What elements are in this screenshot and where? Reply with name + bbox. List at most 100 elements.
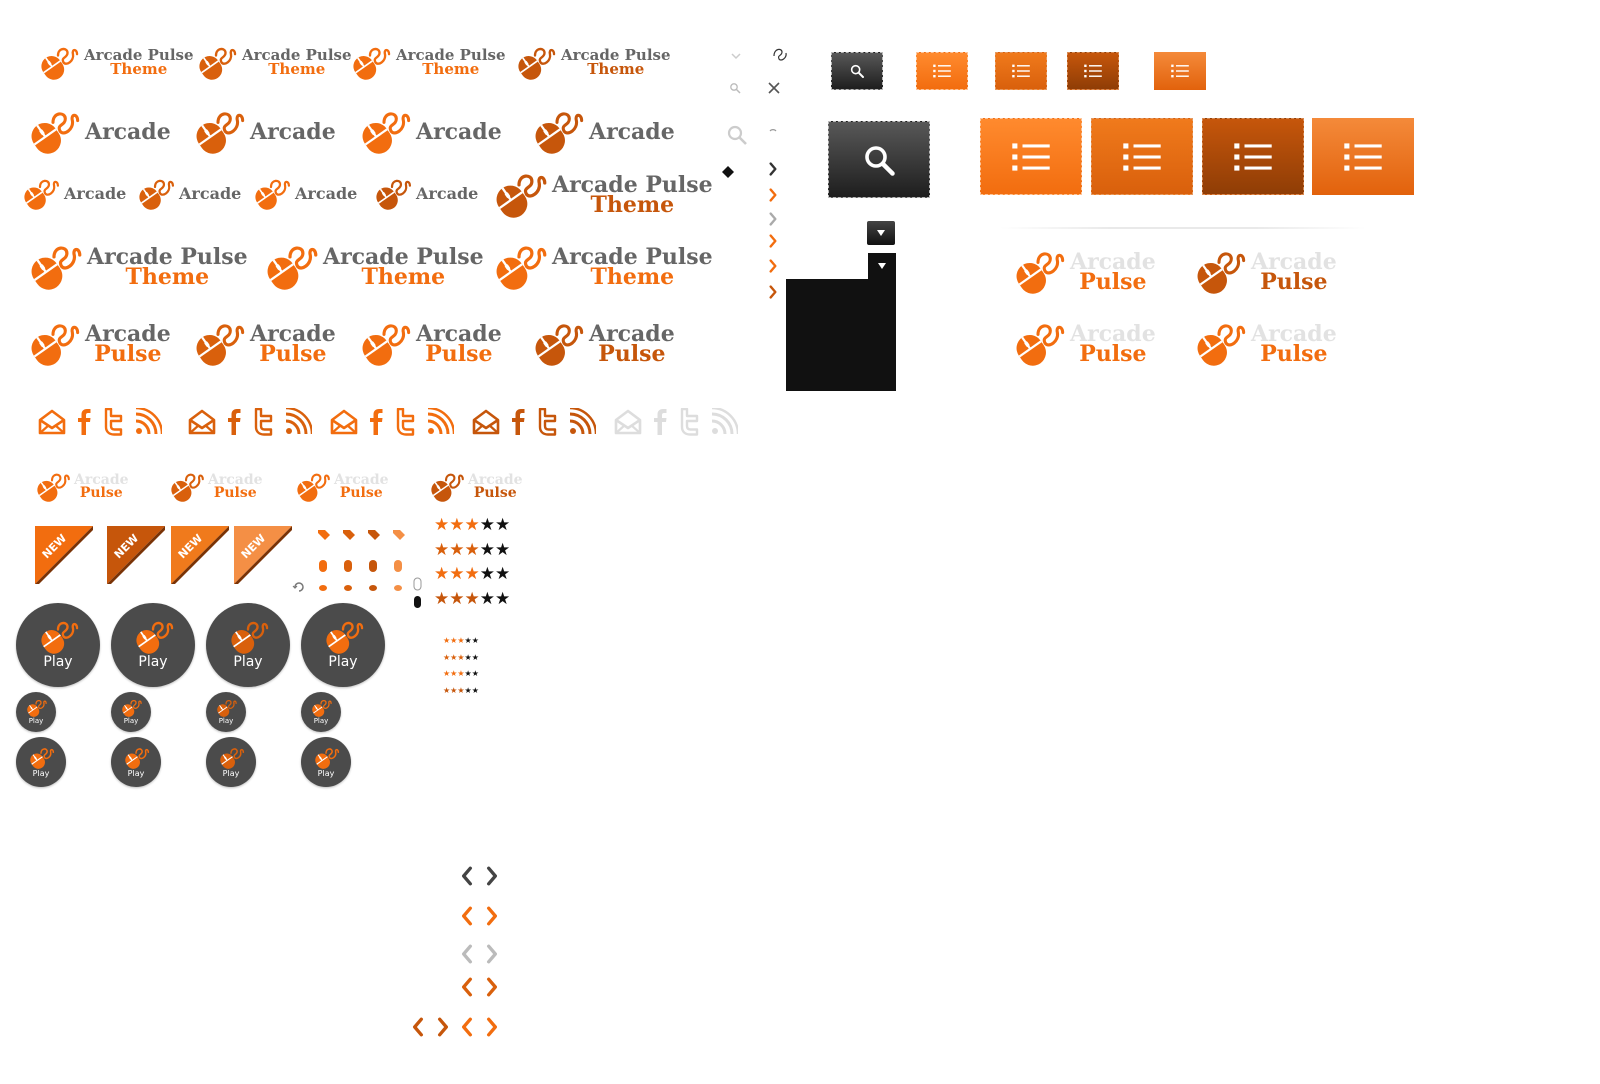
star-rating[interactable]: ★★★★★ — [443, 652, 479, 662]
rss-icon[interactable] — [710, 408, 738, 436]
chevron-left-icon[interactable] — [460, 866, 474, 886]
star-filled-icon[interactable]: ★ — [457, 636, 465, 645]
twitter-icon[interactable] — [252, 408, 274, 436]
mail-icon[interactable] — [330, 409, 358, 435]
chevron-right-icon[interactable] — [768, 285, 778, 299]
chevron-right-icon[interactable] — [485, 906, 499, 926]
star-filled-icon[interactable]: ★ — [449, 515, 465, 535]
star-filled-icon[interactable]: ★ — [464, 515, 480, 535]
star-filled-icon[interactable]: ★ — [457, 652, 465, 662]
play-button[interactable]: Play — [301, 603, 385, 687]
star-filled-icon[interactable]: ★ — [443, 636, 451, 645]
star-empty-icon[interactable]: ★ — [495, 539, 511, 560]
twitter-icon[interactable] — [536, 408, 558, 436]
chevron-left-icon[interactable] — [460, 1017, 474, 1037]
close-icon[interactable] — [767, 81, 781, 95]
list-button-large[interactable] — [980, 118, 1082, 195]
chevron-right-icon[interactable] — [485, 944, 499, 964]
list-button-small[interactable] — [1154, 52, 1206, 90]
star-rating[interactable]: ★★★★★ — [434, 566, 510, 583]
rss-icon[interactable] — [134, 408, 162, 436]
star-rating[interactable]: ★★★★★ — [434, 517, 510, 534]
chevron-right-icon[interactable] — [768, 212, 778, 226]
star-empty-icon[interactable]: ★ — [479, 515, 495, 535]
star-rating[interactable]: ★★★★★ — [443, 637, 479, 645]
dropdown-panel[interactable] — [786, 253, 896, 391]
chevron-right-icon[interactable] — [485, 1017, 499, 1037]
play-button-small[interactable]: Play — [16, 692, 56, 732]
mail-icon[interactable] — [614, 409, 642, 435]
facebook-icon[interactable] — [226, 408, 242, 436]
rss-icon[interactable] — [284, 408, 312, 436]
star-filled-icon[interactable]: ★ — [464, 564, 480, 584]
star-filled-icon[interactable]: ★ — [449, 539, 465, 560]
search-button-large[interactable] — [828, 121, 930, 198]
play-button[interactable]: Play — [111, 603, 195, 687]
star-filled-icon[interactable]: ★ — [464, 588, 480, 609]
facebook-icon[interactable] — [368, 408, 384, 436]
rss-icon[interactable] — [568, 408, 596, 436]
star-filled-icon[interactable]: ★ — [434, 515, 450, 535]
refresh-icon[interactable] — [292, 580, 306, 594]
chevron-right-icon[interactable] — [436, 1017, 450, 1037]
play-button-medium[interactable]: Play — [206, 737, 256, 787]
star-empty-icon[interactable]: ★ — [495, 564, 511, 584]
chevron-left-icon[interactable] — [460, 906, 474, 926]
list-button-large[interactable] — [1202, 118, 1304, 195]
play-button-small[interactable]: Play — [206, 692, 246, 732]
star-filled-icon[interactable]: ★ — [434, 588, 450, 609]
star-filled-icon[interactable]: ★ — [434, 564, 450, 584]
star-rating[interactable]: ★★★★★ — [443, 670, 479, 678]
star-rating[interactable]: ★★★★★ — [434, 588, 510, 609]
star-empty-icon[interactable]: ★ — [479, 564, 495, 584]
star-empty-icon[interactable]: ★ — [471, 652, 479, 662]
facebook-icon[interactable] — [652, 408, 668, 436]
twitter-icon[interactable] — [678, 408, 700, 436]
list-button-small[interactable] — [1067, 52, 1119, 90]
chevron-right-icon[interactable] — [768, 188, 778, 202]
star-filled-icon[interactable]: ★ — [443, 652, 451, 662]
star-empty-icon[interactable]: ★ — [479, 539, 495, 560]
mail-icon[interactable] — [38, 409, 66, 435]
chevron-left-icon[interactable] — [460, 944, 474, 964]
chevron-right-icon[interactable] — [768, 234, 778, 248]
star-rating[interactable]: ★★★★★ — [434, 539, 511, 560]
mail-icon[interactable] — [472, 409, 500, 435]
chevron-right-icon[interactable] — [485, 866, 499, 886]
play-button[interactable]: Play — [206, 603, 290, 687]
star-empty-icon[interactable]: ★ — [464, 652, 472, 662]
play-button-medium[interactable]: Play — [301, 737, 351, 787]
chevron-left-icon[interactable] — [411, 1017, 425, 1037]
star-empty-icon[interactable]: ★ — [495, 515, 511, 535]
star-filled-icon[interactable]: ★ — [457, 685, 465, 695]
search-icon[interactable] — [729, 82, 741, 94]
star-empty-icon[interactable]: ★ — [479, 588, 495, 609]
dropdown-toggle[interactable] — [867, 221, 895, 245]
star-filled-icon[interactable]: ★ — [449, 588, 465, 609]
facebook-icon[interactable] — [76, 408, 92, 436]
star-empty-icon[interactable]: ★ — [464, 685, 472, 695]
mail-icon[interactable] — [188, 409, 216, 435]
star-filled-icon[interactable]: ★ — [434, 539, 450, 560]
star-filled-icon[interactable]: ★ — [450, 636, 458, 645]
star-filled-icon[interactable]: ★ — [450, 652, 458, 662]
star-filled-icon[interactable]: ★ — [443, 685, 451, 695]
play-button[interactable]: Play — [16, 603, 100, 687]
chevron-right-icon[interactable] — [485, 977, 499, 997]
star-empty-icon[interactable]: ★ — [471, 685, 479, 695]
chevron-left-icon[interactable] — [460, 977, 474, 997]
star-empty-icon[interactable]: ★ — [464, 669, 472, 678]
play-button-small[interactable]: Play — [111, 692, 151, 732]
chevron-right-icon[interactable] — [768, 162, 778, 176]
star-rating[interactable]: ★★★★★ — [443, 685, 479, 695]
list-button-small[interactable] — [995, 52, 1047, 90]
list-button-small[interactable] — [916, 52, 968, 90]
search-button-small[interactable] — [831, 52, 883, 90]
twitter-icon[interactable] — [102, 408, 124, 436]
play-button-small[interactable]: Play — [301, 692, 341, 732]
facebook-icon[interactable] — [510, 408, 526, 436]
star-empty-icon[interactable]: ★ — [471, 636, 479, 645]
rss-icon[interactable] — [426, 408, 454, 436]
star-filled-icon[interactable]: ★ — [450, 669, 458, 678]
twitter-icon[interactable] — [394, 408, 416, 436]
